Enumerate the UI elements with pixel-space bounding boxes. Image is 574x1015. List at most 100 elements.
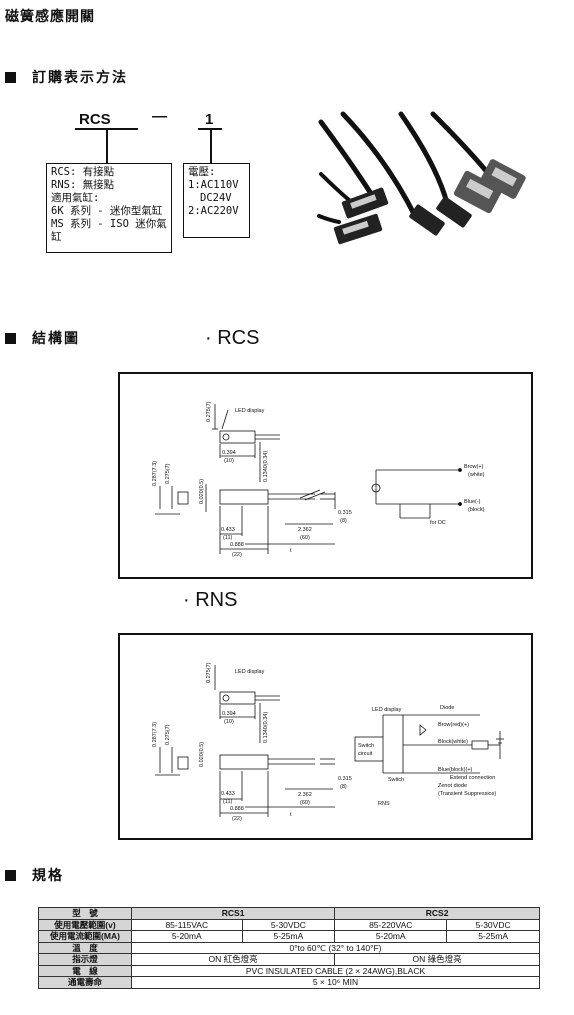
model-line: RNS: 無接點 [51, 179, 115, 191]
table-cell: 5 × 10⁶ MIN [131, 976, 540, 989]
rcs-for-dc: for DC [430, 520, 446, 526]
dim-0287: 0.287(7.3) [152, 461, 158, 486]
table-cell: 5-30VDC [241, 918, 336, 931]
table-row: 使用電壓範圍(v) 85-115VAC 5-30VDC 85-220VAC 5-… [38, 918, 540, 931]
table-row: 指示燈 ON 紅色燈亮 ON 綠色燈亮 [38, 953, 540, 966]
rns-zenot: Zenot diode [438, 783, 467, 789]
model-legend-box: RCS: 有接點 RNS: 無接點 適用氣缸: 6K 系列 - 迷你型氣缸 MS… [46, 163, 172, 253]
rns-dim-60: (60) [300, 800, 310, 806]
dim-0433: 0.433 [221, 527, 235, 533]
dim-2362: 2.362 [298, 527, 312, 533]
specs-heading: 規格 [5, 865, 64, 885]
code-dash: — [152, 108, 167, 125]
rns-led-display: LED display [372, 707, 402, 713]
dim-0020: 0.020(0.5) [199, 479, 205, 504]
rns-dim-0287: 0.287(7.3) [152, 722, 158, 747]
rns-transient: (Transient Suppressios) [438, 791, 496, 797]
table-row: 使用電流範圍(MA) 5-20mA 5-25mA 5-20mA 5-25mA [38, 930, 540, 943]
dim-60: (60) [300, 535, 310, 541]
rns-dim-0433: 0.433 [221, 791, 235, 797]
dim-led-display: LED display [235, 408, 265, 414]
rns-dim-10: (10) [224, 719, 234, 725]
table-cell: 5-25mA [446, 930, 540, 943]
specs-heading-text: 規格 [32, 868, 64, 884]
rns-brown: Brow(red)(+) [438, 722, 469, 728]
dim-0275b: 0.275(7) [165, 463, 171, 484]
dim-0888: 0.888 [230, 542, 244, 548]
table-row: 通電壽命 5 × 10⁶ MIN [38, 976, 540, 989]
section-bullet-icon [5, 333, 16, 344]
rns-dim-22: (22) [232, 816, 242, 822]
rns-switch-circuit-2: circuit [358, 751, 373, 757]
header-rcs2: RCS2 [334, 907, 540, 920]
rcs-white: (white) [468, 472, 485, 478]
code-option: 1 [205, 111, 214, 128]
dim-t: t [290, 548, 292, 554]
code-model: RCS [79, 111, 111, 128]
table-cell: 5-20mA [131, 930, 243, 943]
model-line: 適用氣缸: [51, 192, 100, 204]
header-label: 型 號 [38, 907, 132, 920]
model-line: 6K 系列 - 迷你型氣缸 [51, 205, 163, 217]
header-rcs1: RCS1 [130, 907, 336, 920]
row-label: 使用電流範圍(MA) [38, 930, 132, 943]
rcs-label: · RCS [205, 327, 260, 349]
code-model-leader [106, 129, 108, 163]
rns-dim-led-display: LED display [235, 669, 265, 675]
rns-dim-8: (8) [340, 784, 347, 790]
voltage-line: 2:AC220V [188, 205, 239, 217]
table-cell: ON 紅色燈亮 [130, 953, 336, 966]
table-row: 型 號 RCS1 RCS2 [38, 907, 540, 920]
product-photo [317, 111, 526, 245]
table-cell: 5-20mA [334, 930, 448, 943]
structure-heading: 結構圖 [5, 328, 80, 348]
table-cell: 5-30VDC [446, 918, 540, 931]
table-cell: 0°to 60℃ (32° to 140°F) [131, 941, 540, 954]
ordering-heading: 訂購表示方法 [5, 67, 128, 87]
voltage-line: 1:AC110V [188, 179, 239, 191]
rns-switch-circuit-1: Switch [358, 743, 374, 749]
voltage-line: 電壓: [188, 166, 216, 178]
dim-11: (11) [223, 535, 233, 541]
model-line: MS 系列 - ISO 迷你氣缸 [51, 218, 167, 243]
row-label: 使用電壓範圍(v) [38, 918, 132, 931]
structure-heading-text: 結構圖 [32, 331, 80, 347]
rns-dim-0020: 0.020(0.5) [199, 742, 205, 767]
dim-10: (10) [224, 458, 234, 464]
rcs-blue: Blue(-) [464, 499, 481, 505]
row-label: 通電壽命 [38, 976, 132, 989]
rns-blue: Blue(block)(+) [438, 767, 473, 773]
rns-dim-11: (11) [223, 799, 233, 805]
dim-0394: 0.394 [222, 450, 236, 456]
rns-extend: Extend connection [450, 775, 495, 781]
rns-dim-2362: 2.362 [298, 792, 312, 798]
rcs-drawing: LED display 0.275(7) 0.394 (10) 0.1340(0… [118, 372, 533, 579]
rns-dim-0394: 0.394 [222, 711, 236, 717]
rns-dim-0315: 0.315 [338, 776, 352, 782]
rns-switch: Switch [388, 777, 404, 783]
section-bullet-icon [5, 72, 16, 83]
code-option-leader [210, 129, 212, 163]
ordering-heading-text: 訂購表示方法 [32, 70, 128, 86]
table-cell: PVC INSULATED CABLE (2 × 24AWG),BLACK [131, 964, 540, 977]
dim-0275: 0.275(7) [206, 401, 212, 422]
voltage-legend-box: 電壓: 1:AC110V DC24V 2:AC220V [183, 163, 250, 238]
rcs-block: (block) [468, 507, 485, 513]
table-cell: ON 綠色燈亮 [334, 953, 540, 966]
row-label: 溫 度 [38, 941, 132, 954]
rcs-drawing-svg: LED display 0.275(7) 0.394 (10) 0.1340(0… [152, 401, 485, 558]
page-title: 磁簧感應開關 [5, 9, 95, 25]
rns-dim-0275b: 0.275(7) [165, 724, 171, 745]
rcs-brown: Brow(+) [464, 464, 484, 470]
model-line: RCS: 有接點 [51, 166, 115, 178]
dim-22: (22) [232, 552, 242, 558]
dim-8: (8) [340, 518, 347, 524]
rns-dim-0134: 0.1340(0.34) [263, 712, 269, 743]
table-cell: 85-220VAC [334, 918, 448, 931]
rns-diode: Diode [440, 705, 454, 711]
table-cell: 5-25mA [241, 930, 336, 943]
rns-dim-t: t [290, 812, 292, 818]
rns-drawing-svg: LED display 0.275(7) 0.394 (10) 0.1340(0… [152, 662, 504, 822]
spec-table: 型 號 RCS1 RCS2 使用電壓範圍(v) 85-115VAC 5-30VD… [38, 907, 540, 989]
voltage-line: DC24V [200, 192, 232, 204]
